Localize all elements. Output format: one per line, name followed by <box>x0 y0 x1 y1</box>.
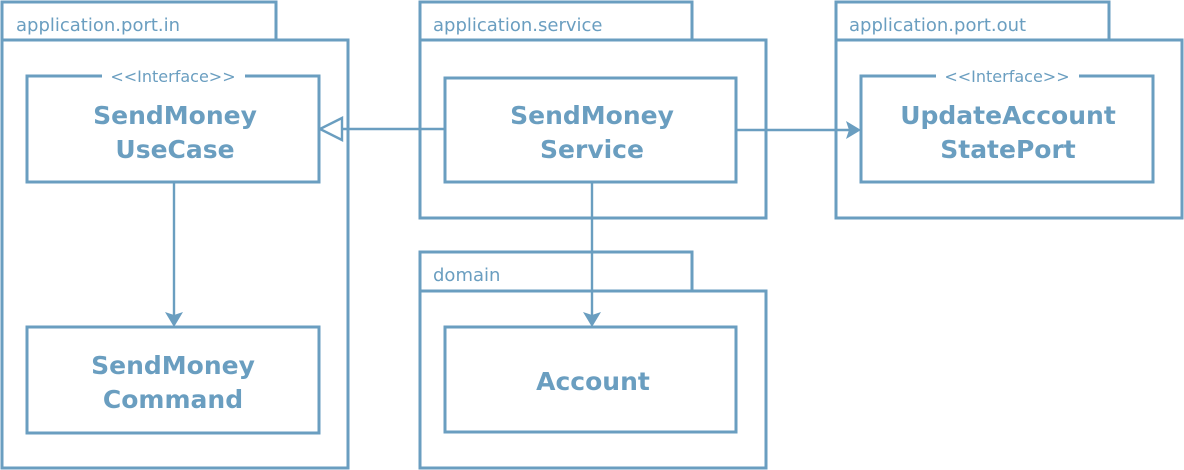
class-update-account-state-port: <<Interface>> UpdateAccount StatePort <box>859 66 1155 184</box>
class-box-account <box>443 325 738 434</box>
class-name-command-line1: SendMoney <box>91 351 255 380</box>
arrow-head-icon <box>583 312 601 327</box>
package-label-service: application.service <box>433 15 603 36</box>
class-box-send-money-service <box>443 76 738 184</box>
arrow-head-icon <box>846 121 861 139</box>
triangle-arrow-icon <box>317 116 344 142</box>
class-send-money-service: SendMoney Service <box>443 76 738 184</box>
class-name-use-case-line1: SendMoney <box>93 101 257 130</box>
edge-service-to-use-case <box>317 116 445 142</box>
stereotype-state-port: <<Interface>> <box>944 67 1069 86</box>
class-box-update-account-state-port <box>859 74 1155 184</box>
class-name-state-port-line1: UpdateAccount <box>900 101 1116 130</box>
package-label-domain: domain <box>433 265 500 286</box>
package-label-port-in: application.port.in <box>16 15 180 36</box>
class-name-account: Account <box>536 367 650 396</box>
stereotype-use-case: <<Interface>> <box>110 67 235 86</box>
class-name-service-line2: Service <box>540 135 644 164</box>
arrow-head-icon <box>165 312 183 327</box>
class-name-state-port-line2: StatePort <box>940 135 1076 164</box>
edge-use-case-to-command <box>165 182 183 327</box>
package-tab-service <box>418 0 694 42</box>
class-send-money-use-case: <<Interface>> SendMoney UseCase <box>25 66 321 184</box>
package-tab-domain <box>418 250 694 293</box>
stereotype-gap-use-case <box>102 66 245 86</box>
class-send-money-command: SendMoney Command <box>25 325 321 435</box>
class-box-send-money-command <box>25 325 321 435</box>
class-name-service-line1: SendMoney <box>510 101 674 130</box>
edge-service-to-account <box>583 182 601 327</box>
class-name-command-line2: Command <box>103 385 243 414</box>
edge-service-to-state-port <box>736 121 861 139</box>
class-name-use-case-line2: UseCase <box>115 135 234 164</box>
class-account: Account <box>443 325 738 434</box>
package-label-port-out: application.port.out <box>849 15 1026 36</box>
stereotype-gap-state-port <box>936 66 1079 86</box>
